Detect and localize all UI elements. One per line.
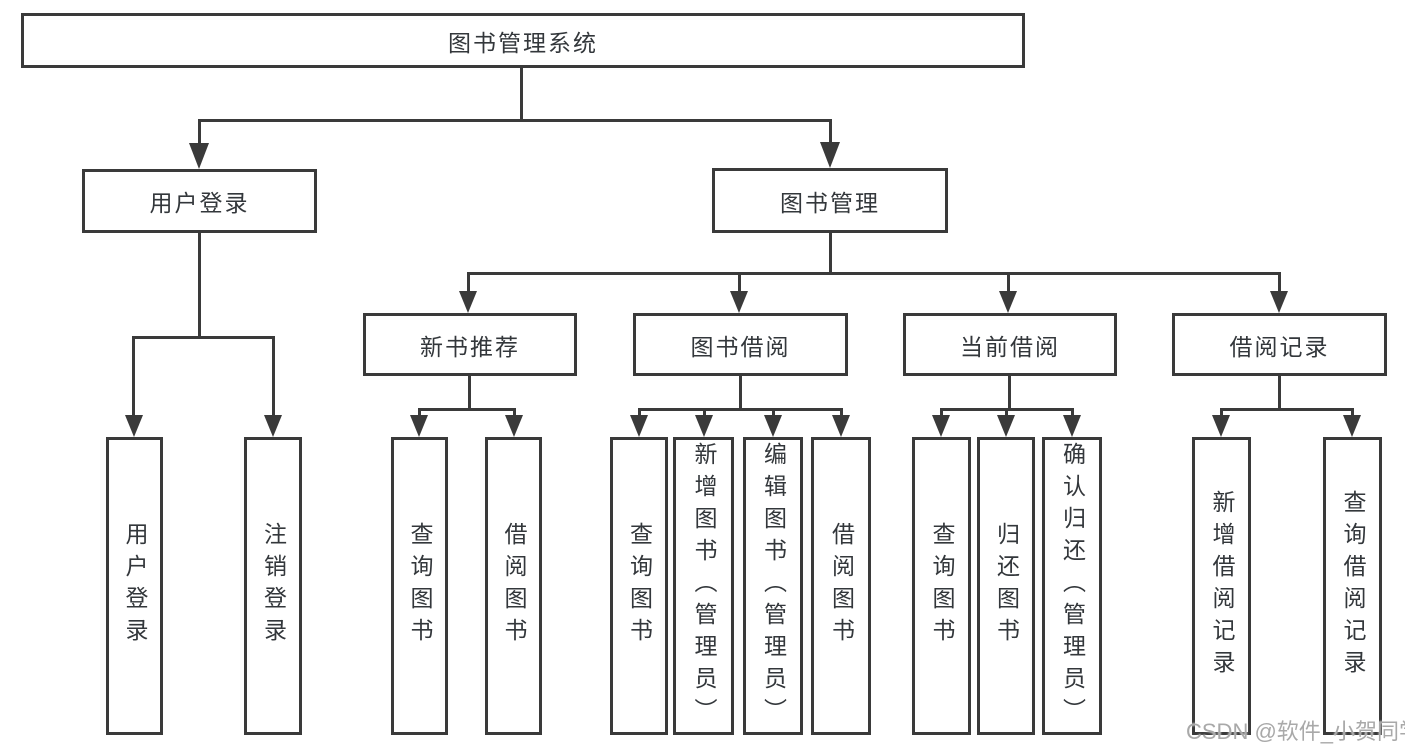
node-book-borrow: 图书借阅 [633,313,848,376]
connector-drop-cb-query [940,408,943,418]
node-borrow-record: 借阅记录 [1172,313,1387,376]
leaf-borrow-book-borrow: 借阅图书 [811,437,871,735]
leaf-logout-label: 注销登录 [260,522,287,650]
connector-drop-leaf-login [132,336,135,418]
leaf-logout: 注销登录 [244,437,302,735]
node-book-borrow-label: 图书借阅 [690,333,791,360]
leaf-add-book-admin: 新增图书（管理员） [673,437,734,735]
node-root-label: 图书管理系统 [448,29,598,56]
arrowhead-book-borrow [730,291,748,313]
leaf-query-borrow-record: 查询借阅记录 [1323,437,1382,735]
leaf-query-book-newbook-label: 查询图书 [407,522,433,650]
connector-drop-current-borrow [1007,272,1010,294]
node-root: 图书管理系统 [21,13,1025,68]
arrowhead-nb-query [410,415,428,437]
connector-user-login-stub [198,233,201,338]
connector-user-login-hline [132,336,275,339]
leaf-query-book-borrow: 查询图书 [610,437,668,735]
arrowhead-br-add [1212,415,1230,437]
leaf-edit-book-admin: 编辑图书（管理员） [743,437,803,735]
connector-drop-leaf-logout [272,336,275,418]
connector-drop-bb-add [703,408,706,418]
csdn-watermark: CSDN @软件_小贺同学 [1186,719,1405,744]
connector-drop-bb-borrow [840,408,843,418]
arrowhead-leaf-logout [264,415,282,437]
arrowhead-cb-query [932,415,950,437]
connector-drop-cb-confirm [1071,408,1074,418]
leaf-query-borrow-record-label: 查询借阅记录 [1340,490,1366,682]
leaf-confirm-return-admin: 确认归还（管理员） [1042,437,1102,735]
connector-root-hline [198,119,832,122]
arrowhead-new-book [459,291,477,313]
node-new-book-recommend-label: 新书推荐 [420,333,520,360]
connector-drop-borrow-record [1278,272,1281,294]
node-user-login-label: 用户登录 [149,190,250,216]
leaf-borrow-book-newbook: 借阅图书 [485,437,542,735]
connector-drop-nb-query [418,408,421,418]
connector-drop-book-borrow [738,272,741,294]
leaf-query-book-borrow-label: 查询图书 [626,522,653,650]
node-current-borrow: 当前借阅 [903,313,1117,376]
arrowhead-br-query [1343,415,1361,437]
connector-new-book-stub [468,376,471,411]
leaf-add-borrow-record: 新增借阅记录 [1192,437,1251,735]
leaf-user-login-label: 用户登录 [122,522,148,650]
connector-drop-bb-edit [772,408,775,418]
leaf-borrow-book-newbook-label: 借阅图书 [501,522,527,650]
arrowhead-book-management [820,142,840,168]
arrowhead-borrow-record [1270,291,1288,313]
leaf-user-login: 用户登录 [106,437,163,735]
arrowhead-nb-borrow [505,415,523,437]
leaf-return-book: 归还图书 [977,437,1035,735]
connector-borrow-record-hline [1220,408,1354,411]
leaf-query-book-current-label: 查询图书 [929,522,955,650]
node-borrow-record-label: 借阅记录 [1229,333,1330,360]
connector-current-borrow-stub [1008,376,1011,411]
arrowhead-user-login [189,143,209,169]
leaf-query-book-newbook: 查询图书 [391,437,448,735]
arrowhead-bb-edit [764,415,782,437]
node-book-management-label: 图书管理 [780,189,880,216]
connector-drop-nb-borrow [513,408,516,418]
connector-drop-user-login [198,119,201,149]
connector-drop-new-book [467,272,470,294]
arrowhead-cb-confirm [1063,415,1081,437]
leaf-confirm-return-admin-label: 确认归还（管理员） [1059,442,1086,730]
connector-drop-bb-query [638,408,641,418]
arrowhead-current-borrow [999,291,1017,313]
connector-borrow-record-stub [1278,376,1281,411]
arrowhead-cb-return [997,415,1015,437]
node-current-borrow-label: 当前借阅 [960,333,1060,360]
leaf-query-book-current: 查询图书 [912,437,971,735]
arrowhead-leaf-login [125,415,143,437]
leaf-add-book-admin-label: 新增图书（管理员） [691,442,717,730]
arrowhead-bb-borrow [832,415,850,437]
connector-drop-br-query [1351,408,1354,418]
connector-book-borrow-hline [638,408,842,411]
connector-book-management-hline [467,272,1281,275]
connector-drop-cb-return [1005,408,1008,418]
leaf-borrow-book-borrow-label: 借阅图书 [828,522,855,650]
connector-drop-br-add [1220,408,1223,418]
connector-root-stub [520,68,523,120]
node-user-login: 用户登录 [82,169,317,233]
leaf-edit-book-admin-label: 编辑图书（管理员） [760,442,787,730]
leaf-add-borrow-record-label: 新增借阅记录 [1209,490,1235,682]
connector-new-book-hline [418,408,516,411]
leaf-return-book-label: 归还图书 [993,522,1020,650]
connector-book-management-stub [829,233,832,274]
arrowhead-bb-query [630,415,648,437]
node-book-management: 图书管理 [712,168,948,233]
connector-drop-book-management [829,119,832,148]
arrowhead-bb-add [695,415,713,437]
connector-book-borrow-stub [739,376,742,411]
node-new-book-recommend: 新书推荐 [363,313,577,376]
